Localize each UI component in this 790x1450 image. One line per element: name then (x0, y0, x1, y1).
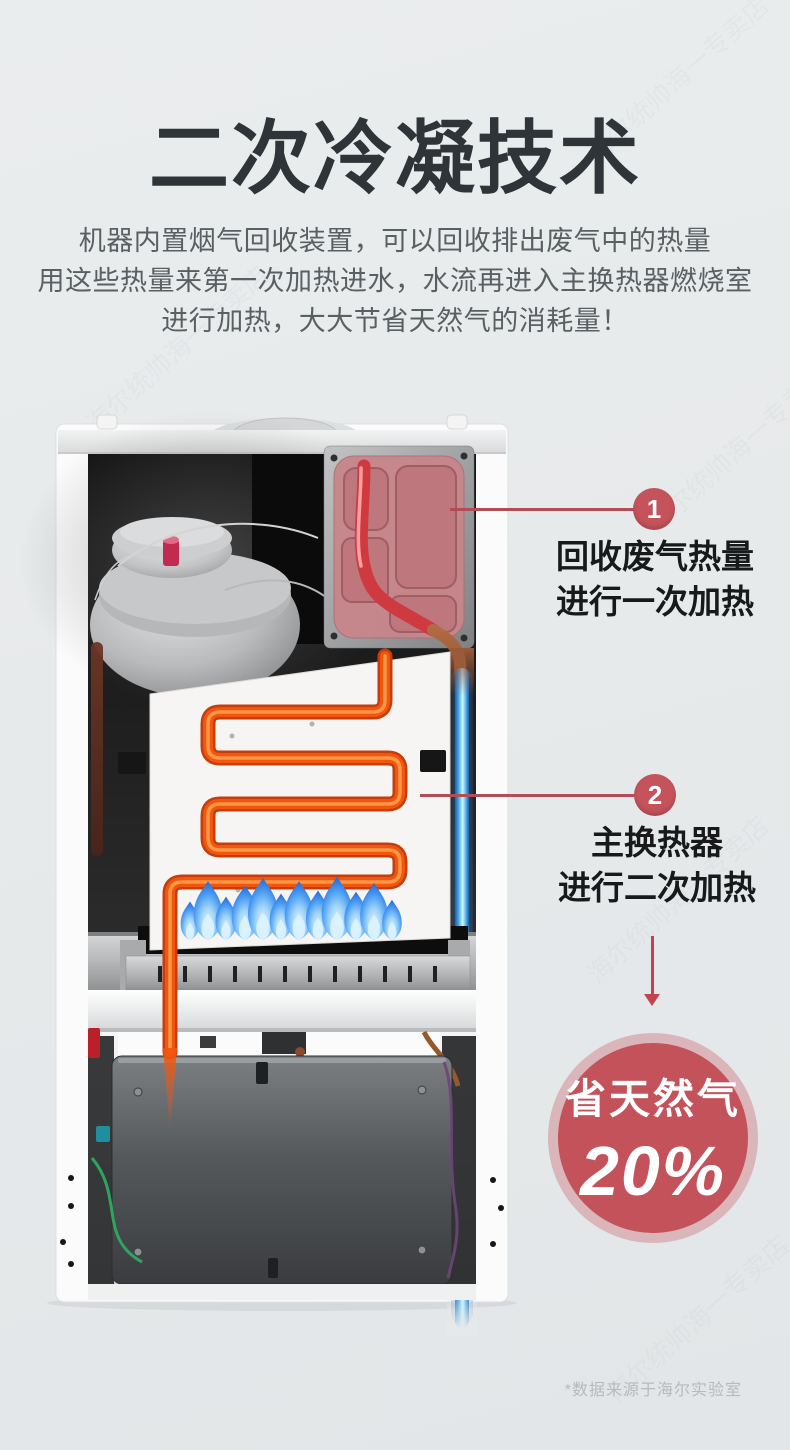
lower-chamber (88, 1028, 476, 1286)
burner-bar (120, 940, 471, 991)
description-line-1: 机器内置烟气回收装置，可以回收排出废气中的热量 (78, 226, 712, 256)
page-description: 机器内置烟气回收装置，可以回收排出废气中的热量 用这些热量来第一次加热进水，水流… (0, 221, 790, 341)
callout-1-text: 回收废气热量 进行一次加热 (530, 534, 780, 624)
callout-2-line-2: 进行二次加热 (558, 869, 756, 906)
wire (94, 555, 131, 601)
shelf-divider (88, 990, 476, 1032)
shelf-edge (88, 1028, 476, 1032)
callout-1-line-2: 进行一次加热 (556, 583, 754, 620)
coil-fading-tip (163, 1048, 177, 1132)
callout-1-line-1: 回收废气热量 (556, 538, 754, 575)
description-line-2: 用这些热量来第一次加热进水，水流再进入主换热器燃烧室 (37, 266, 753, 296)
callout-1-connector-line (450, 508, 634, 511)
wire (442, 1061, 459, 1279)
flue-gas-recovery-box (323, 445, 475, 649)
callout-2-line-1: 主换热器 (591, 824, 723, 861)
callout-2-connector-line (420, 794, 635, 797)
green-wire (90, 1157, 143, 1264)
data-source-footnote: *数据来源于海尔实验室 (564, 1382, 742, 1399)
wire (117, 522, 319, 567)
page-title: 二次冷凝技术 (149, 114, 641, 203)
down-arrow-icon (644, 994, 660, 1006)
hot-return-pipe (354, 459, 440, 637)
case-screws (60, 1175, 504, 1267)
red-knob (163, 540, 179, 566)
top-cap-left (96, 414, 118, 430)
top-cap-right (446, 414, 468, 430)
red-valve (88, 1028, 100, 1058)
savings-badge-label: 省天然气 (565, 1076, 741, 1122)
savings-badge: 省天然气 20% (558, 1043, 748, 1233)
main-heat-exchanger-coil (162, 648, 408, 1132)
description-line-3: 进行加热，大大节省天然气的消耗量！ (161, 306, 629, 336)
down-arrow-line (651, 936, 654, 996)
control-box (111, 1055, 453, 1285)
left-copper-pipe (91, 642, 103, 856)
callout-2-number-badge: 2 (634, 774, 676, 816)
fan-motor-assembly (90, 517, 363, 697)
callout-1-number-badge: 1 (633, 488, 675, 530)
callout-2-text: 主换热器 进行二次加热 (532, 820, 782, 910)
savings-badge-value: 20% (579, 1132, 727, 1210)
bottom-sill (88, 1284, 476, 1300)
savings-badge-ring: 省天然气 20% (548, 1033, 758, 1243)
teal-fitting (96, 1126, 110, 1142)
